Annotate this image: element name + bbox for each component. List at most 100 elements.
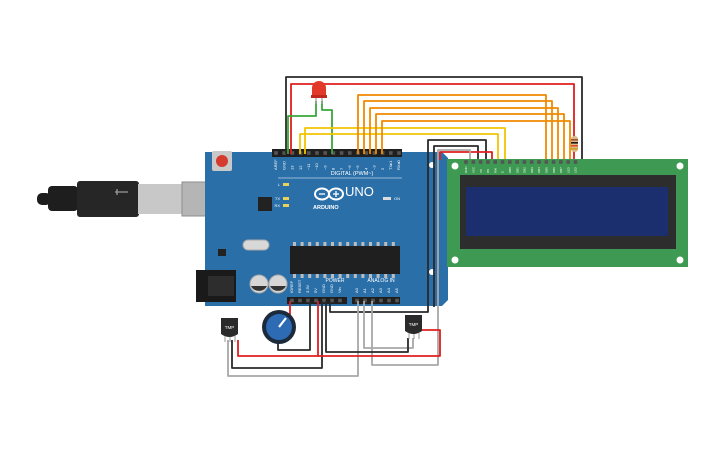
mounting-hole — [676, 256, 684, 264]
header-pin[interactable] — [515, 160, 519, 164]
pin-label: LED — [574, 166, 578, 173]
temperature-sensor-1[interactable]: TMP — [221, 318, 238, 342]
header-pin[interactable] — [379, 298, 383, 303]
temperature-sensor-2[interactable]: TMP — [405, 315, 422, 339]
header-pin[interactable] — [330, 298, 334, 303]
l-led — [283, 183, 289, 186]
wire-orange[interactable] — [375, 113, 565, 159]
header-pin[interactable] — [282, 151, 286, 155]
header-pin[interactable] — [387, 298, 391, 303]
wire-yellow[interactable] — [304, 127, 506, 159]
header-pin[interactable] — [493, 160, 497, 164]
chip-leg — [293, 242, 296, 246]
header-pin[interactable] — [371, 298, 375, 303]
resistor[interactable] — [571, 136, 578, 152]
wire-orange[interactable] — [363, 100, 553, 159]
header-pin[interactable] — [397, 151, 401, 155]
chip-leg — [323, 274, 327, 278]
header-pin[interactable] — [290, 298, 294, 303]
header-pin[interactable] — [331, 151, 336, 155]
wire-gray[interactable] — [227, 301, 359, 377]
mounting-hole — [451, 162, 459, 170]
usb-plug-metal — [138, 184, 182, 214]
header-pin[interactable] — [522, 160, 527, 164]
header-pin[interactable] — [389, 151, 393, 155]
wire-black[interactable] — [231, 301, 323, 369]
wire-black[interactable] — [329, 139, 487, 313]
wire-gray[interactable] — [371, 149, 471, 366]
header-pin[interactable] — [314, 298, 318, 303]
chip-leg — [391, 274, 395, 278]
header-pin[interactable] — [372, 151, 377, 155]
wire-gray[interactable] — [363, 301, 414, 349]
header-pin[interactable] — [537, 160, 541, 164]
header-pin[interactable] — [573, 160, 578, 164]
header-pin[interactable] — [508, 160, 512, 164]
wire-red[interactable] — [318, 329, 441, 357]
chip-leg — [376, 242, 380, 246]
header-pin[interactable] — [338, 298, 342, 303]
pin-label: DB1 — [515, 167, 519, 173]
wire-orange[interactable] — [381, 120, 571, 159]
analog-header — [352, 297, 400, 304]
pin-label: AREF — [273, 159, 278, 170]
usb-cable[interactable] — [37, 181, 235, 217]
pin-label: A2 — [370, 287, 375, 293]
pin-label: Vin — [337, 287, 342, 293]
wire-orange[interactable] — [357, 94, 547, 159]
board-model-label: UNO — [345, 184, 374, 199]
reset-button[interactable] — [216, 155, 228, 167]
pin-label: 8 — [331, 167, 336, 170]
header-pin[interactable] — [339, 151, 344, 155]
header-pin[interactable] — [486, 160, 490, 164]
tx-led — [283, 197, 289, 200]
header-pin[interactable] — [478, 160, 483, 164]
wire-yellow[interactable] — [299, 133, 499, 159]
wire-black[interactable] — [325, 301, 409, 353]
header-pin[interactable] — [323, 151, 327, 155]
header-pin[interactable] — [464, 160, 468, 164]
header-pin[interactable] — [315, 151, 319, 155]
header-pin[interactable] — [559, 160, 563, 164]
header-pin[interactable] — [274, 151, 278, 155]
header-pin[interactable] — [363, 298, 367, 303]
pin-label: 2 — [380, 167, 385, 170]
wire-black[interactable] — [285, 76, 583, 159]
header-pin[interactable] — [500, 160, 505, 164]
chip-leg — [361, 242, 365, 246]
wire-green[interactable] — [287, 101, 317, 154]
wire-orange[interactable] — [369, 107, 559, 159]
header-pin[interactable] — [307, 151, 311, 155]
pin-label: A1 — [362, 287, 367, 293]
pin-label: DB7 — [559, 167, 563, 173]
header-pin[interactable] — [544, 160, 549, 164]
wire-red[interactable] — [439, 151, 493, 160]
header-pin[interactable] — [471, 160, 476, 164]
header-pin[interactable] — [298, 298, 302, 303]
pin-label: TX▸1 — [388, 160, 393, 170]
red-led[interactable] — [311, 81, 327, 104]
wire-red[interactable] — [237, 301, 319, 357]
wire-red[interactable] — [290, 83, 575, 159]
analog-header-label: ANALOG IN — [367, 278, 395, 284]
pin-label: A3 — [378, 287, 383, 293]
header-pin[interactable] — [529, 160, 534, 164]
header-pin[interactable] — [551, 160, 556, 164]
header-pin[interactable] — [290, 151, 295, 155]
led-body — [312, 81, 326, 96]
usb-cable-strain-relief — [37, 193, 51, 205]
mounting-hole — [451, 256, 459, 264]
header-pin[interactable] — [364, 151, 368, 155]
wire-green[interactable] — [321, 101, 333, 154]
header-pin[interactable] — [395, 298, 399, 303]
header-pin[interactable] — [355, 298, 359, 303]
potentiometer[interactable] — [262, 310, 296, 344]
wire-black[interactable] — [277, 301, 311, 351]
header-pin[interactable] — [348, 151, 352, 155]
header-pin[interactable] — [566, 160, 570, 164]
header-pin[interactable] — [322, 298, 326, 303]
header-pin[interactable] — [306, 298, 310, 303]
